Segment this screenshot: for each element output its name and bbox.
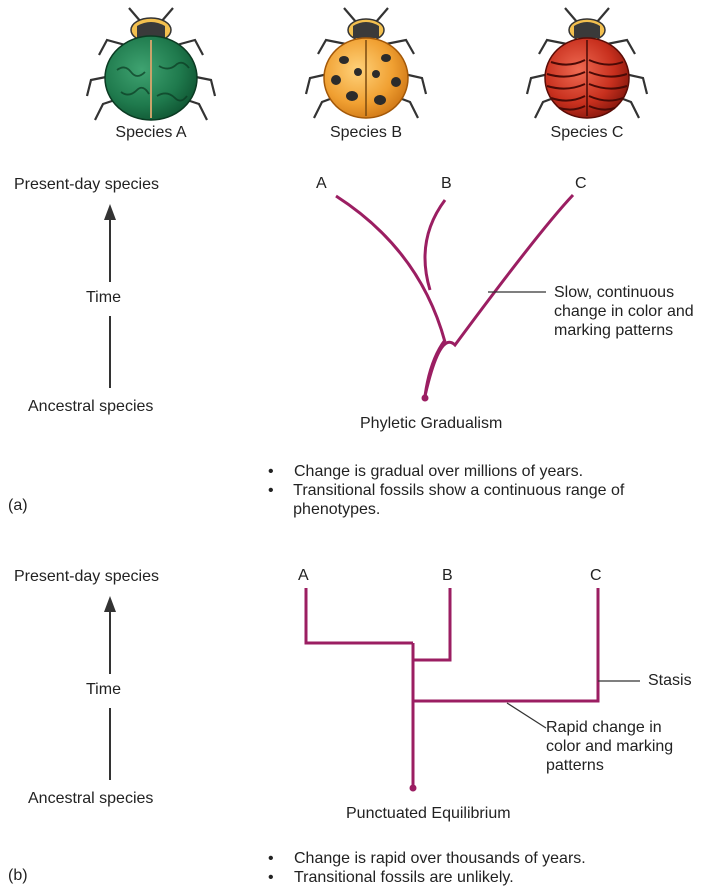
species-c-label: Species C — [550, 124, 624, 141]
panel-b-branch-c — [413, 588, 600, 703]
panel-a-branch-a — [335, 194, 447, 343]
panel-b-bullet-list: •Change is rapid over thousands of years… — [262, 849, 702, 887]
panel-b-axis-time-label: Time — [86, 681, 121, 698]
panel-b-tip-c: C — [590, 567, 602, 584]
panel-a-letter: (a) — [8, 497, 28, 514]
panel-a-ancestor-node — [421, 394, 429, 402]
panel-a-branch-trunk — [423, 339, 447, 397]
beetle-species-c — [525, 7, 649, 119]
panel-b-axis-bottom-label: Ancestral species — [28, 790, 154, 807]
list-item: •Change is gradual over millions of year… — [268, 463, 584, 480]
species-a-label: Species A — [115, 124, 187, 141]
panel-b-letter: (b) — [8, 867, 28, 884]
panel-a-tip-a: A — [316, 175, 327, 192]
panel-b-time-arrowhead — [104, 596, 116, 612]
panel-b-rapid-annotation: Rapid change in color and marking patter… — [546, 719, 674, 774]
panel-a-annotation: Slow, continuous change in color and mar… — [554, 284, 694, 339]
panel-a-axis-time-label: Time — [86, 289, 121, 306]
panel-a-tip-b: B — [441, 175, 452, 192]
panel-a-branch-b — [423, 199, 447, 291]
panel-a-axis-top-label: Present-day species — [14, 176, 159, 193]
panel-a-tip-c: C — [575, 175, 587, 192]
beetle-species-a — [85, 7, 217, 121]
panel-b-stasis-annotation: Stasis — [648, 672, 692, 689]
panel-a-bullet-list: •Change is gradual over millions of year… — [262, 462, 702, 519]
panel-b-branch-a — [304, 588, 413, 645]
panel-b-rapid-leader — [506, 702, 547, 729]
panel-b-axis-top-label: Present-day species — [14, 568, 159, 585]
list-item: •Transitional fossils are unlikely. — [268, 869, 514, 886]
beetle-species-b — [304, 7, 428, 119]
panel-b-ancestor-node — [409, 784, 417, 792]
panel-a-title: Phyletic Gradualism — [360, 415, 503, 432]
panel-b-title: Punctuated Equilibrium — [346, 805, 511, 822]
panel-b-tip-a: A — [298, 567, 309, 584]
panel-a-time-arrowhead — [104, 204, 116, 220]
panel-b-tip-b: B — [442, 567, 453, 584]
panel-a-axis-bottom-label: Ancestral species — [28, 398, 154, 415]
panel-b-branch-b — [413, 588, 452, 662]
species-b-label: Species B — [329, 124, 403, 141]
list-item: •Transitional fossils show a continuous … — [268, 482, 625, 518]
list-item: •Change is rapid over thousands of years… — [268, 850, 586, 867]
